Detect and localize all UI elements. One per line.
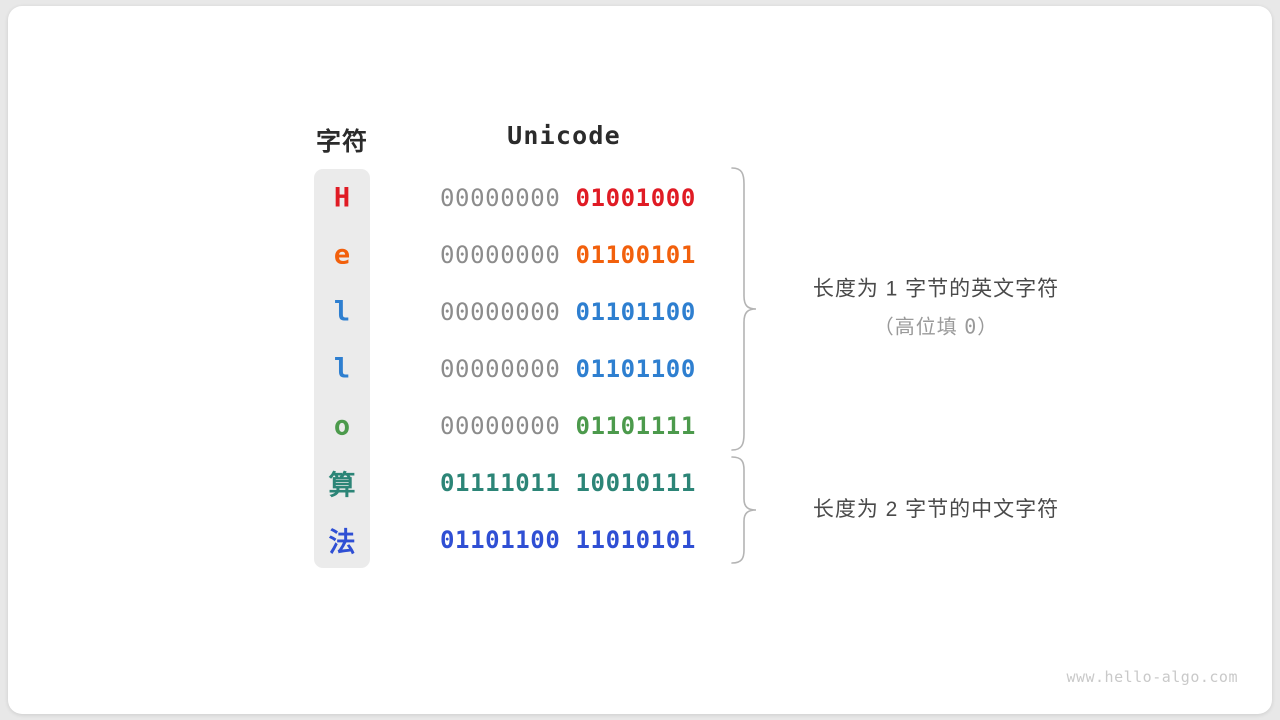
annotation-two-byte-main: 长度为 2 字节的中文字符: [812, 498, 1060, 521]
character-cell: o: [333, 410, 351, 442]
unicode-bits-high-byte: 00000000: [440, 184, 561, 212]
character-cell: H: [333, 182, 351, 214]
unicode-bits-cell: 00000000 01101100: [440, 298, 696, 326]
unicode-bits-cell: 00000000 01100101: [440, 241, 696, 269]
unicode-bits-high-byte: 00000000: [440, 241, 561, 269]
character-cell: e: [333, 239, 351, 271]
unicode-bits-cell: 01111011 10010111: [440, 469, 696, 497]
byte-separator: [560, 241, 575, 269]
unicode-bits-cell: 00000000 01101100: [440, 355, 696, 383]
unicode-bits-low-byte: 01001000: [575, 184, 696, 212]
annotation-one-byte-sub-value: 0: [964, 314, 978, 339]
character-cell: l: [333, 353, 351, 385]
brace-two-byte: [731, 456, 757, 564]
unicode-bits-high-byte: 00000000: [440, 412, 561, 440]
byte-separator: [560, 355, 575, 383]
character-column-panel: [314, 169, 370, 568]
unicode-bits-cell: 00000000 01001000: [440, 184, 696, 212]
unicode-bits-cell: 01101100 11010101: [440, 526, 696, 554]
unicode-bits-low-byte: 11010101: [575, 526, 696, 554]
unicode-bits-high-byte: 01101100: [440, 526, 561, 554]
unicode-bits-cell: 00000000 01101111: [440, 412, 696, 440]
byte-separator: [560, 526, 575, 554]
character-cell: 算: [328, 470, 356, 501]
unicode-bits-high-byte: 00000000: [440, 355, 561, 383]
unicode-bits-high-byte: 01111011: [440, 469, 561, 497]
annotation-one-byte-sub: （高位填 0）: [813, 311, 1059, 340]
unicode-bits-high-byte: 00000000: [440, 298, 561, 326]
column-header-character: 字符: [315, 128, 369, 156]
annotation-two-byte: 长度为 2 字节的中文字符: [813, 493, 1059, 523]
annotation-one-byte: 长度为 1 字节的英文字符 （高位填 0）: [813, 273, 1059, 340]
unicode-bits-low-byte: 10010111: [575, 469, 696, 497]
byte-separator: [560, 298, 575, 326]
figure-card: 字符 Unicode H 00000000 01001000 e 00000000 0…: [8, 6, 1272, 714]
watermark: www.hello-algo.com: [1066, 668, 1238, 686]
column-header-unicode: Unicode: [507, 121, 621, 150]
unicode-bits-low-byte: 01101100: [575, 355, 696, 383]
unicode-bits-low-byte: 01101100: [575, 298, 696, 326]
byte-separator: [560, 184, 575, 212]
annotation-one-byte-sub-prefix: （高位填: [873, 316, 965, 339]
annotation-one-byte-main: 长度为 1 字节的英文字符: [812, 277, 1060, 301]
character-cell: 法: [328, 527, 356, 558]
unicode-bits-low-byte: 01100101: [575, 241, 696, 269]
byte-separator: [560, 412, 575, 440]
unicode-bits-low-byte: 01101111: [575, 412, 696, 440]
byte-separator: [560, 469, 575, 497]
brace-one-byte: [731, 167, 757, 451]
annotation-one-byte-sub-suffix: ）: [977, 316, 999, 339]
character-cell: l: [333, 296, 351, 328]
